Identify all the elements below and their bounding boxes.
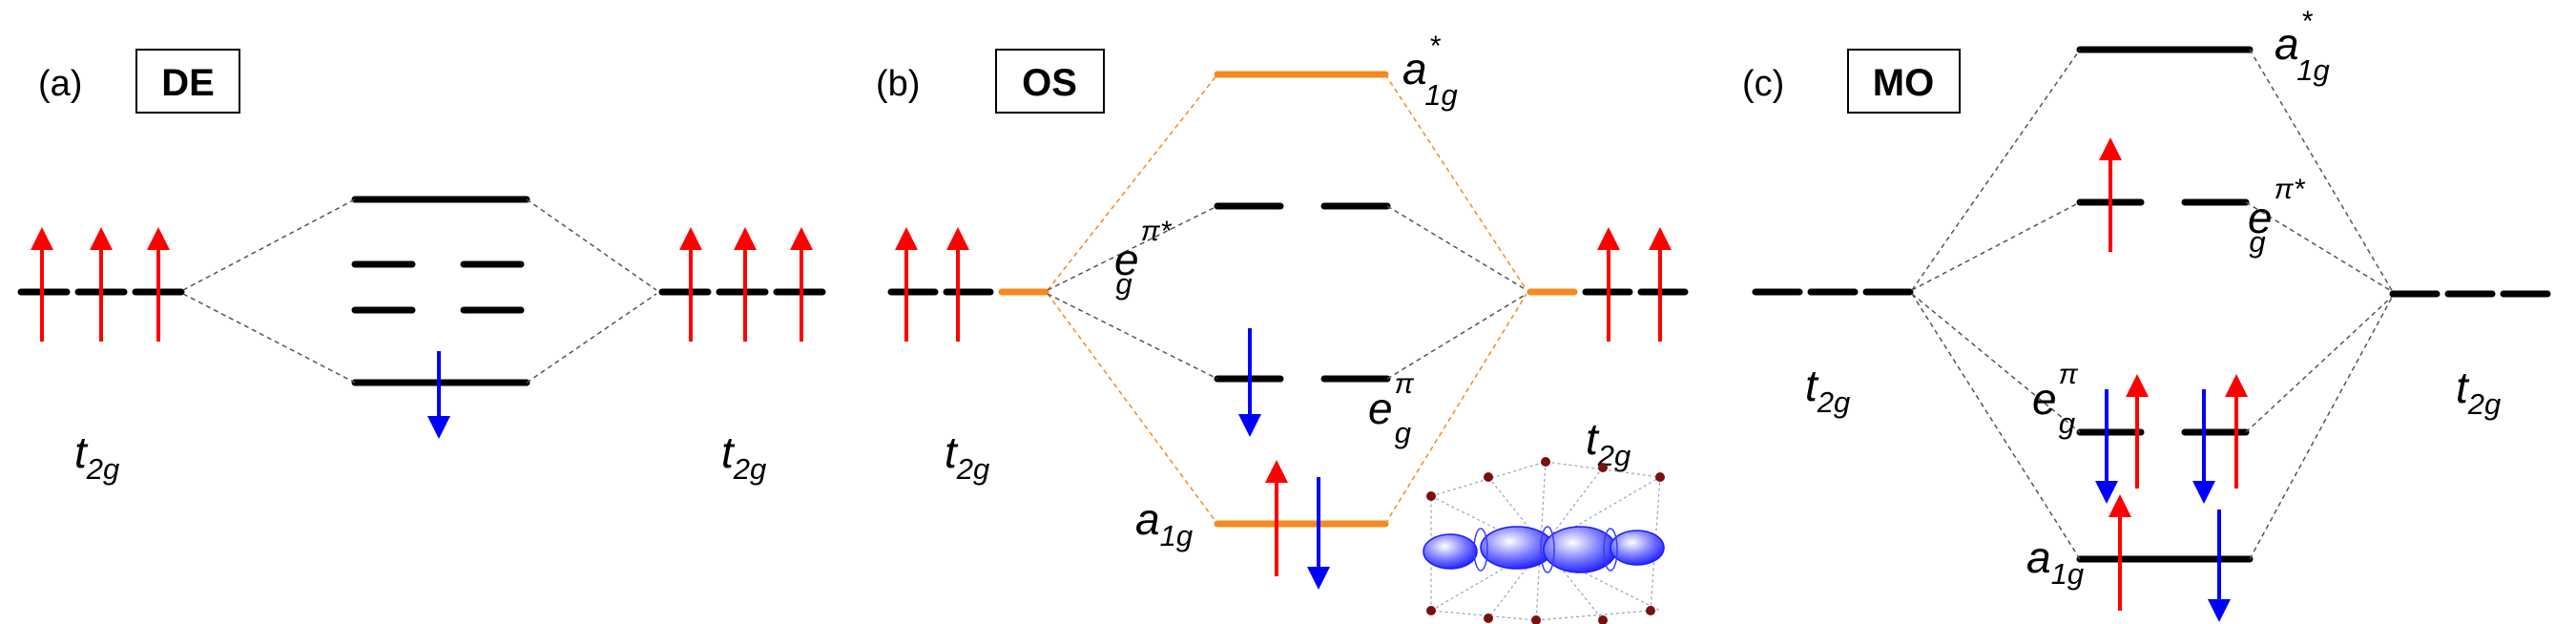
panel-c-title: MO: [1873, 62, 1934, 104]
panel-a-left-spins: [31, 227, 170, 342]
panel-b-grey-connectors: [1047, 205, 1527, 380]
panel-b-title-box: [995, 49, 1105, 114]
panel-a: (a) DE t2g: [17, 49, 826, 486]
panel-b-orange-connectors: [1047, 73, 1527, 525]
panel-a-title-box: [135, 49, 240, 114]
panel-b-left-t2g-label: t2g: [945, 427, 989, 486]
panel-a-connectors: [182, 198, 657, 384]
panel-a-right-t2g-label: t2g: [721, 427, 766, 486]
panel-c-title-box: [1847, 49, 1961, 114]
panel-c-a1g-label: a1g: [2026, 532, 2084, 591]
panel-b-a1g-star-label: a*1g: [1402, 31, 1458, 112]
panel-c-label: (c): [1742, 64, 1784, 104]
panel-b-right-spins: [1597, 227, 1672, 342]
panel-a-label: (a): [38, 64, 82, 104]
panel-c-right-t2g-label: t2g: [2456, 363, 2501, 421]
panel-b-left-spins: [895, 227, 969, 342]
orbital-lobe-illustration: [1423, 457, 1665, 624]
panel-c-left-t2g-label: t2g: [1805, 361, 1850, 419]
panel-c-connectors: [1911, 49, 2394, 560]
panel-b-a1g-label: a1g: [1135, 494, 1193, 552]
panel-c: (c) MO t2g: [1742, 6, 2551, 622]
panel-b-right-t2g-label: t2g: [1586, 414, 1631, 472]
panel-b-eg-pi-star-label: eπ*g: [1114, 216, 1173, 301]
panel-a-center-levels: [351, 196, 530, 386]
panel-a-left-t2g-label: t2g: [74, 427, 119, 486]
panel-c-a1g-star-label: a*1g: [2275, 6, 2330, 87]
panel-a-right-spins: [679, 227, 813, 342]
panel-b-label: (b): [876, 64, 920, 104]
panel-b-title: OS: [1022, 62, 1077, 104]
panel-c-eg-pi-star-label: eπ*g: [2248, 174, 2306, 259]
panel-a-title: DE: [161, 62, 215, 104]
panel-b: (b) OS t2g: [876, 31, 1689, 624]
